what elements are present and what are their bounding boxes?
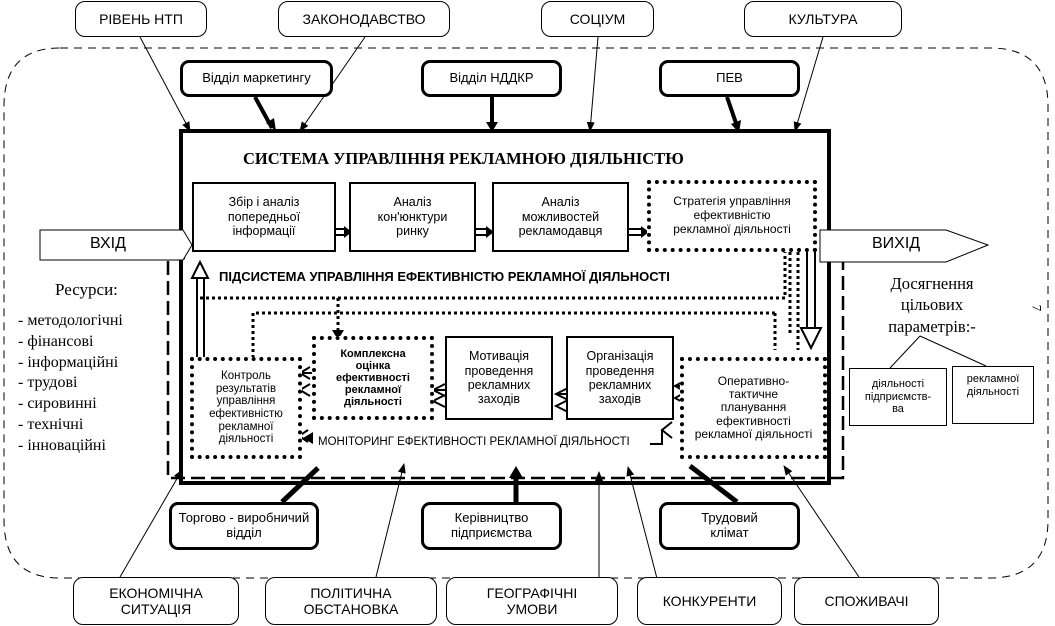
step-info-collection: Збір і аналіз попередньої інформації	[192, 182, 336, 252]
step-control: Контроль результатів управління ефективн…	[190, 357, 302, 459]
subsystem-title: ПІДСИСТЕМА УПРАВЛІННЯ ЕФЕКТИВНІСТЮ РЕКЛА…	[219, 269, 670, 284]
resources-title: Ресурси:	[55, 280, 118, 299]
dept-labor-climate: Трудовий клімат	[659, 502, 800, 550]
resource-item: - технічні	[18, 415, 84, 433]
step-motivation: Мотивація проведення рекламних заходів	[445, 336, 553, 420]
step-advertiser-analysis: Аналіз можливостей рекламодавця	[492, 182, 629, 252]
input-arrow-shape	[39, 229, 193, 261]
step-market-analysis: Аналіз кон'юнктури ринку	[349, 182, 476, 252]
input-label: ВХІД	[90, 235, 126, 252]
resource-item: - інноваційні	[18, 436, 106, 454]
env-ntp-level: РІВЕНЬ НТП	[75, 1, 207, 37]
step-organization: Організація проведення рекламних заходів	[566, 336, 674, 420]
env-legislation: ЗАКОНОДАВСТВО	[278, 1, 450, 37]
step-assessment: Комплексна оцінка ефективності рекламної…	[312, 336, 434, 420]
side-mark: 7	[1029, 304, 1045, 312]
environment-boundary	[3, 47, 1049, 579]
goal-enterprise: діяльності підприємств- ва	[849, 368, 947, 426]
monitoring-label: МОНІТОРИНГ ЕФЕКТИВНОСТІ РЕКЛАМНОЇ ДІЯЛЬН…	[318, 436, 630, 448]
resource-item: - сировинні	[18, 395, 97, 413]
output-label: ВИХІД	[872, 235, 921, 252]
system-title: СИСТЕМА УПРАВЛІННЯ РЕКЛАМНОЮ ДІЯЛЬНІСТЮ	[243, 149, 684, 168]
resource-item: - трудові	[18, 374, 78, 392]
env-geographic-conditions: ГЕОГРАФІЧНІ УМОВИ	[446, 577, 618, 625]
output-arrow-shape	[819, 229, 990, 263]
dept-pev: ПЕВ	[659, 60, 800, 97]
resource-item: - інформаційні	[18, 353, 119, 371]
dept-trade-production: Торгово - виробничий відділ	[169, 502, 319, 550]
resource-item: - фінансові	[18, 332, 94, 350]
system-frame	[179, 129, 831, 485]
step-strategy: Стратегія управління ефективністю реклам…	[647, 180, 817, 252]
dept-rnd: Відділ НДДКР	[421, 60, 562, 97]
resource-item: - методологічні	[18, 312, 123, 329]
env-society: СОЦІУМ	[541, 1, 654, 37]
env-consumers: СПОЖИВАЧІ	[794, 577, 939, 625]
goal-advertising: рекламної діяльності	[952, 366, 1034, 424]
env-culture: КУЛЬТУРА	[744, 1, 902, 37]
env-competitors: КОНКУРЕНТИ	[637, 577, 782, 625]
goals-title: Досягнення цільових параметрів:-	[888, 274, 976, 336]
dept-marketing: Відділ маркетингу	[180, 60, 333, 97]
resources-list: - методологічні - фінансові - інформацій…	[18, 311, 123, 457]
dept-management: Керівництво підприємства	[421, 502, 562, 550]
env-political-situation: ПОЛІТИЧНА ОБСТАНОВКА	[265, 577, 437, 625]
step-operative-planning: Оперативно- тактичне планування ефективн…	[680, 357, 827, 459]
env-economic-situation: ЕКОНОМІЧНА СИТУАЦІЯ	[73, 577, 239, 625]
